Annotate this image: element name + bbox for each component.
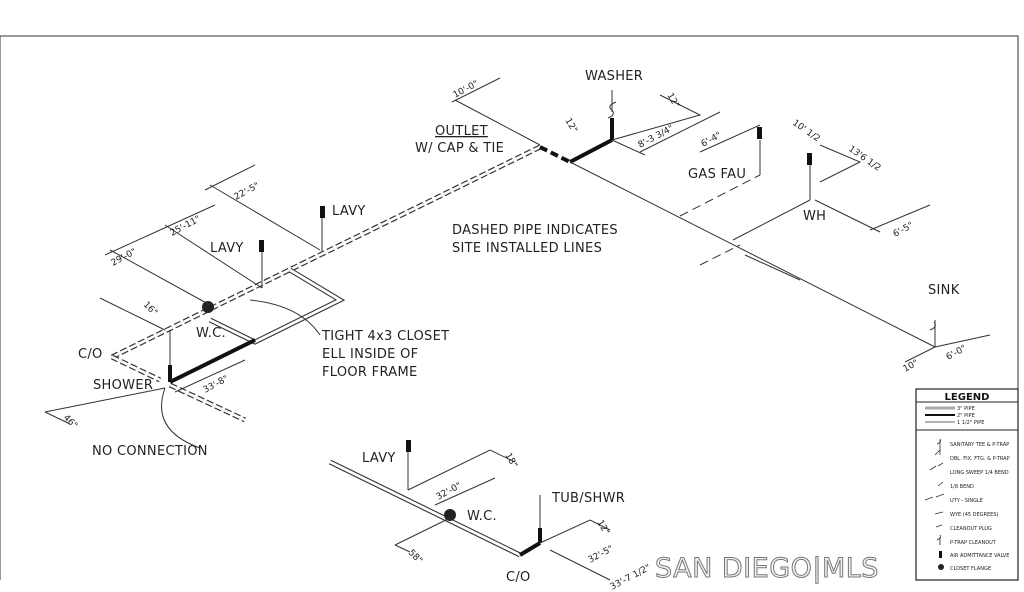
dim-text: 32'-5" (587, 544, 616, 566)
lavy-left-label: LAVY (210, 241, 244, 256)
air-admittance-valve-icon (259, 240, 264, 252)
dim-text: 10'-0" (452, 79, 481, 101)
closet-flange-icon (202, 301, 214, 313)
outlet-pipe (539, 145, 571, 164)
note-line-1: DASHED PIPE INDICATES (452, 223, 618, 238)
air-admittance-valve-icon (406, 440, 411, 452)
shower-label: SHOWER (93, 378, 153, 393)
legend-symbol-label: DBL. FIX. FTG. & P-TRAP (950, 456, 1010, 462)
outlet-label: OUTLET (435, 124, 488, 139)
air-admittance-valve-icon (807, 153, 812, 165)
upper-branch-pipe (208, 267, 346, 345)
legend-symbol-label: P-TRAP CLEANOUT (950, 540, 997, 546)
dimension-lines (44, 77, 991, 581)
no-connection-leader (161, 387, 201, 449)
note-line-2: SITE INSTALLED LINES (452, 241, 602, 256)
closet-flange-icon (444, 509, 456, 521)
dim-text: 29'-0" (110, 247, 139, 269)
legend-pipe-3in: 3" PIPE (957, 406, 975, 412)
main-dashed-pipe (110, 144, 542, 423)
washer-label: WASHER (585, 69, 643, 84)
co-left-label: C/O (78, 347, 103, 362)
dim-text: 10" (902, 358, 920, 374)
air-admittance-valve-icon (757, 127, 762, 139)
dim-text: 12" (594, 519, 610, 538)
closet-leader (249, 299, 321, 336)
no-connection-label: NO CONNECTION (92, 444, 208, 459)
shower-branch (169, 338, 256, 384)
wc-upper-label: W.C. (196, 326, 226, 341)
legend-symbol-label: LONG SWEEP 1/4 BEND (950, 470, 1009, 476)
closet-note-3: FLOOR FRAME (322, 365, 418, 380)
wh-label: WH (803, 209, 826, 224)
legend-symbol-label: AIR ADMITTANCE VALVE (950, 553, 1009, 559)
closet-note-1: TIGHT 4x3 CLOSET (321, 329, 449, 344)
dim-text: 18" (502, 452, 518, 471)
lower-branch-pipe (328, 459, 522, 558)
dim-text: 10' 1/2 (790, 118, 821, 144)
tub-shwr-label: TUB/SHWR (551, 491, 625, 506)
legend-symbol-label: 1/8 BEND (950, 484, 974, 490)
cap-tie-label: W/ CAP & TIE (415, 141, 504, 156)
dim-text: 12" (562, 117, 578, 136)
legend-pipe-2in: 2" PIPE (957, 413, 975, 419)
gas-fau-label: GAS FAU (688, 167, 746, 182)
wc-lower-label: W.C. (467, 509, 497, 524)
dim-text: 12" (664, 92, 680, 111)
legend-symbol-label: WYE (45 DEGREES) (950, 512, 998, 518)
co-lower-label: C/O (506, 570, 531, 585)
lavy-upper-label: LAVY (332, 204, 366, 219)
legend: LEGEND 3" PIPE 2" PIPE 1 1/2" PIPE SANIT… (915, 388, 1019, 581)
lavy-lower-label: LAVY (362, 451, 396, 466)
legend-title: LEGEND (945, 392, 990, 403)
dim-text: 22'-5" (233, 181, 262, 203)
legend-symbol-label: CLEANOUT PLUG (950, 526, 992, 532)
dim-text: 33'-7 1/2" (609, 563, 653, 592)
sink-label: SINK (928, 283, 960, 298)
dim-text: 46" (61, 413, 79, 431)
legend-symbol-label: UTY - SINGLE (950, 498, 983, 504)
p-trap-icon (929, 321, 936, 331)
dim-text: 58" (406, 548, 424, 566)
legend-pipe-1-5in: 1 1/2" PIPE (957, 420, 984, 426)
main-drain-pipe (569, 161, 936, 348)
p-trap-icon (607, 101, 617, 119)
legend-symbol-label: CLOSET FLANGE (950, 566, 991, 572)
wh-branch (732, 199, 811, 241)
gas-fau-line (679, 174, 761, 217)
watermark-logo: SAN DIEGO|MLS (655, 553, 879, 585)
dim-text: 6'-5" (892, 221, 916, 240)
dim-text: 32'-0" (435, 481, 464, 503)
washer-branch (569, 138, 613, 164)
dim-text: 16" (141, 300, 159, 318)
closet-note-2: ELL INSIDE OF (322, 347, 418, 362)
dim-text: 6'-0" (945, 344, 969, 363)
air-admittance-valve-icon (320, 206, 325, 218)
legend-symbol-label: SANITARY TEE & P-TRAP (950, 442, 1009, 448)
